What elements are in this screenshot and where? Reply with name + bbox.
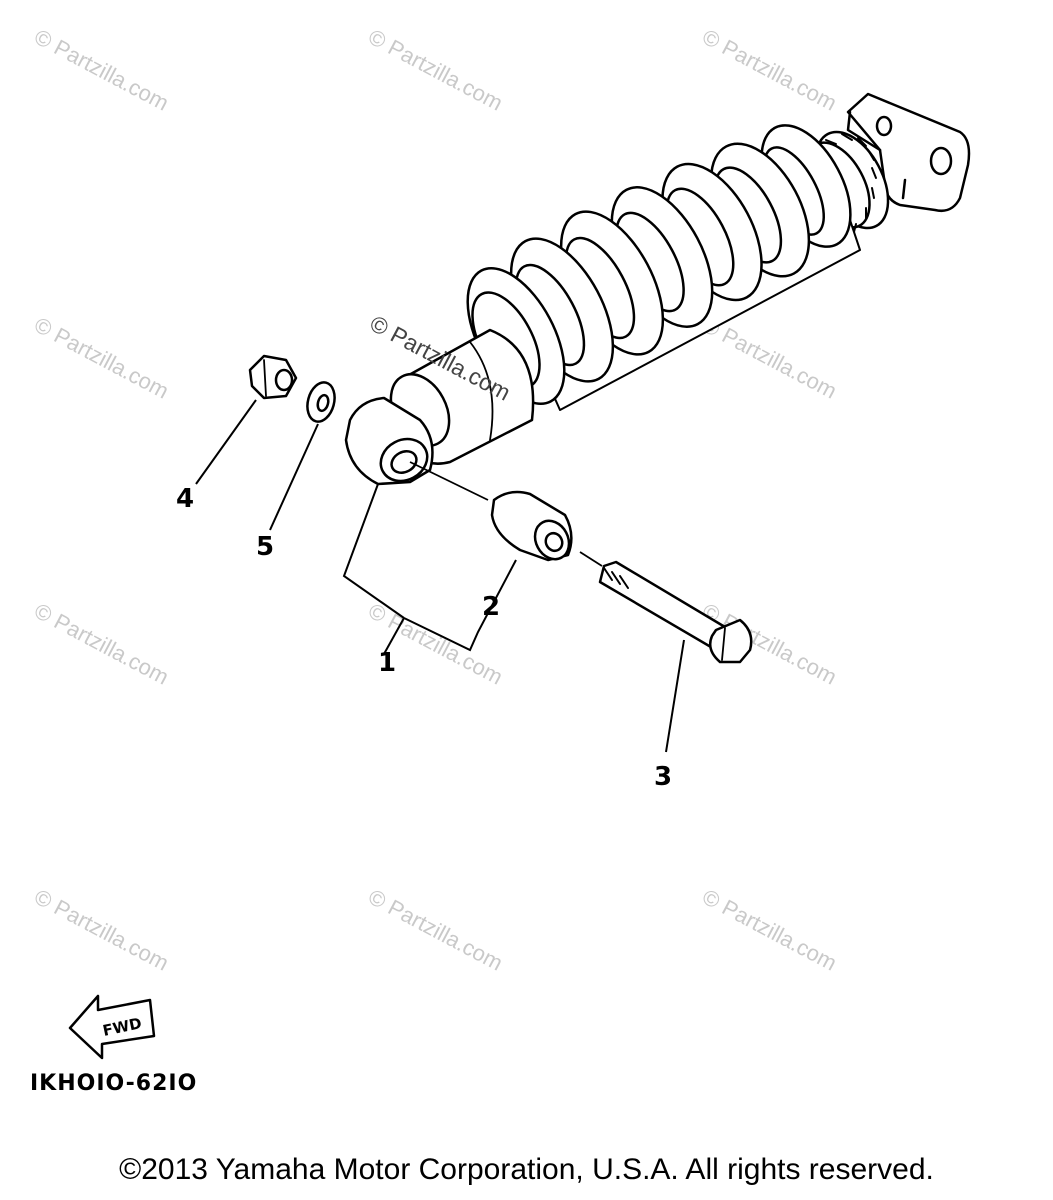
coil-spring <box>466 124 852 405</box>
part-5-washer <box>306 381 336 423</box>
callout-part-3: 3 <box>654 762 673 792</box>
fwd-direction-badge: FWD <box>68 994 156 1060</box>
callout-part-5: 5 <box>256 532 275 562</box>
part-4-nut <box>248 354 298 400</box>
callout-part-4: 4 <box>176 484 195 514</box>
copyright-notice: ©2013 Yamaha Motor Corporation, U.S.A. A… <box>119 1153 934 1186</box>
callout-part-1: 1 <box>378 648 397 678</box>
diagram-code: IKHOIO-62IO <box>30 1071 198 1096</box>
callout-part-2: 2 <box>482 592 501 622</box>
leader-lines <box>195 399 685 753</box>
part-2-spacer <box>490 490 573 562</box>
part-3-bolt <box>598 560 753 664</box>
